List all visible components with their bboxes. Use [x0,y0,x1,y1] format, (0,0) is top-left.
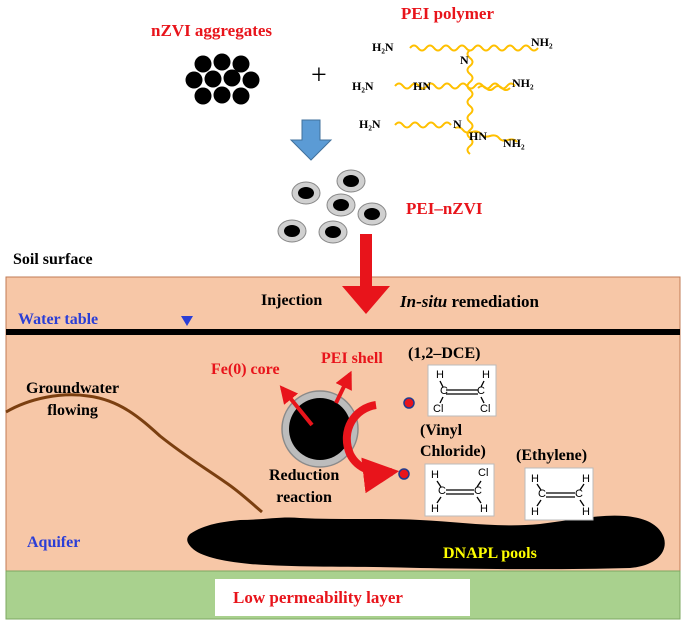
vc-atom-h-bottom-right: H [480,503,488,515]
plus-sign: + [311,60,327,91]
water-table-triangle-icon [181,316,193,326]
dce-atom-c-left: C [440,385,448,397]
dce-atom-h-left: H [436,369,444,381]
eth-atom-c-right: C [575,488,583,500]
groundwater-label: Groundwater flowing [26,378,119,421]
pei-nzvi-label: PEI–nZVI [406,199,483,218]
pei-group-hn-2: HN [469,129,487,143]
pei-group-n-2: N [453,117,462,131]
pei-group-h2n-1: H₂N [372,40,394,54]
water-table-line [6,329,680,335]
vinyl-chloride-label: (Vinyl Chloride) [420,421,486,463]
dnapl-pool [187,515,665,570]
reduction-line2: reaction [276,488,332,506]
pei-shell-label: PEI shell [321,350,383,367]
vc-atom-cl-top: Cl [478,467,489,479]
dce-label: (1,2–DCE) [408,345,481,362]
groundwater-line2: flowing [47,401,98,419]
fe-core-arrow [279,385,314,427]
eth-atom-h-top-right: H [582,473,590,485]
groundwater-line1: Groundwater [26,380,120,397]
vc-atom-h-top: H [431,469,439,481]
eth-atom-c-left: C [538,488,546,500]
dce-bonds [439,380,485,404]
vc-atom-c-left: C [438,485,446,497]
pei-polymer-chains [394,44,539,155]
fe-core-label: Fe(0) core [211,361,280,378]
pei-group-h2n-3: H₂N [359,117,381,131]
ethylene-bonds [536,483,585,507]
vc-atom-c-right: C [474,485,482,497]
low-permeability-label-box [215,579,470,616]
down-arrow-red-icon [342,234,390,314]
vinyl-line2: Chloride) [420,442,486,460]
vc-atom-h-bottom-left: H [431,503,439,515]
down-arrow-blue-icon [289,119,333,161]
soil-surface-label: Soil surface [13,251,93,268]
pei-group-hn-1: HN [413,79,431,93]
dce-atom-c-right: C [477,385,485,397]
pei-group-nh2-3: NH₂ [503,136,525,150]
ethylene-molecule-box [524,467,594,521]
reduction-line1: Reduction [269,467,340,484]
reaction-dot [403,397,415,409]
dce-atom-cl-right: Cl [480,403,491,415]
reaction-dot [398,468,410,480]
low-permeability-label: Low permeability layer [233,588,403,607]
eth-atom-h-bottom-right: H [582,506,590,518]
pei-group-h2n-2: H₂N [352,79,374,93]
nzvi-aggregates-label: nZVI aggregates [151,21,273,40]
dnapl-pools-label: DNAPL pools [443,545,537,562]
pei-group-nh2-2: NH₂ [512,76,534,90]
insitu-italic: In-situ [400,292,448,311]
ethylene-label: (Ethylene) [516,447,588,464]
dce-atom-cl-left: Cl [433,403,444,415]
groundwater-flow-line [5,393,263,514]
vinyl-chloride-bonds [436,480,482,504]
dce-atom-h-right: H [482,369,490,381]
pei-polymer-label: PEI polymer [401,4,495,23]
pei-group-nh2-1: NH₂ [531,35,553,49]
pei-nzvi-particles [277,169,387,244]
eth-atom-h-top-left: H [531,473,539,485]
nzvi-aggregate-icon [185,53,260,105]
insitu-remediation-label: In-situ remediation [400,293,539,310]
pei-shell-arrow [334,370,352,404]
reduction-reaction-label: Reduction reaction [269,465,339,508]
water-table-label: Water table [18,311,99,328]
eth-atom-h-bottom-left: H [531,506,539,518]
vinyl-line1: (Vinyl [420,422,463,439]
reduction-arrow [342,401,400,494]
pei-group-n-1: N [460,53,469,67]
aquifer-label: Aquifer [27,534,81,551]
injection-label: Injection [261,292,323,309]
remediation-text: remediation [447,292,540,311]
